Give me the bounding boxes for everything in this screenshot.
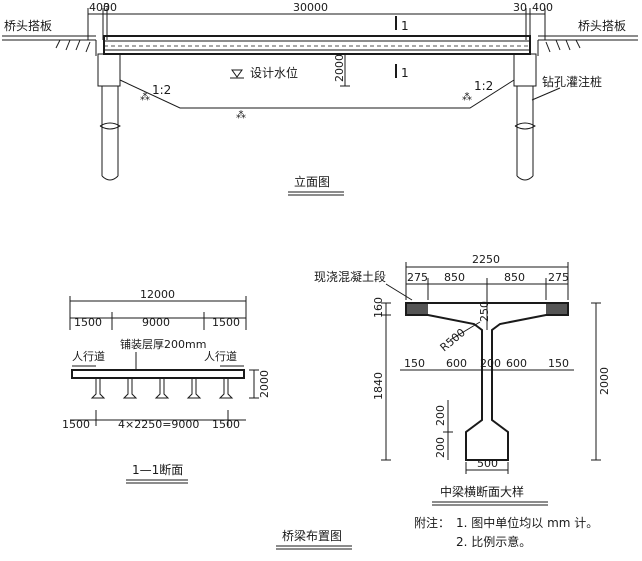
layout-title: 桥梁布置图 bbox=[282, 528, 342, 543]
web-top-dim: 250 bbox=[478, 301, 491, 322]
sidewalk-right-label: 人行道 bbox=[204, 349, 237, 363]
xs-bottom-mid: 4×2250=9000 bbox=[118, 418, 199, 431]
note-1: 1. 图中单位均以 mm 计。 bbox=[456, 515, 598, 530]
elev-dim-400-right: 400 bbox=[532, 1, 553, 14]
xs-dim-right: 1500 bbox=[212, 316, 240, 329]
sidewalk-left-label: 人行道 bbox=[72, 349, 105, 363]
xs-bottom-right: 1500 bbox=[212, 418, 240, 431]
section-mark-bottom: 1 bbox=[401, 66, 409, 80]
girder-total-height: 2000 bbox=[598, 367, 611, 395]
mid-dim-150-right: 150 bbox=[548, 357, 569, 370]
web-height-dim: 1840 bbox=[372, 372, 385, 400]
girder-bottom-width: 500 bbox=[477, 457, 498, 470]
mid-dim-150-left: 150 bbox=[404, 357, 425, 370]
pavement-label: 铺装层厚200mm bbox=[120, 338, 206, 351]
right-approach-slab-label: 桥头搭板 bbox=[578, 19, 626, 33]
elev-dim-400-left: 400 bbox=[89, 1, 110, 14]
ground-hatch-left bbox=[55, 39, 91, 53]
note-prefix: 附注： bbox=[414, 515, 450, 530]
girder-detail-view: 现浇混凝土段 2250 275 850 850 275 160 1840 200… bbox=[314, 253, 611, 506]
bored-pile-label: 钻孔灌注桩 bbox=[542, 74, 602, 89]
xs-height-dim: 2000 bbox=[258, 370, 271, 398]
xs-girders bbox=[90, 378, 234, 399]
elev-dim-span: 30000 bbox=[293, 1, 328, 14]
elevation-title: 立面图 bbox=[294, 174, 330, 189]
svg-text:⁂: ⁂ bbox=[462, 91, 472, 103]
slope-right-label: 1:2 bbox=[474, 79, 493, 93]
girder-dim-275-left: 275 bbox=[407, 271, 428, 284]
bulb-dim-lower: 200 bbox=[434, 437, 447, 458]
left-approach-slab-label: 桥头搭板 bbox=[4, 19, 52, 33]
ground-hatch-right bbox=[545, 39, 581, 53]
cast-joint-left bbox=[406, 303, 428, 315]
right-pile bbox=[514, 86, 536, 181]
elev-height-dim: 2000 bbox=[333, 54, 346, 82]
mid-dim-600-left: 600 bbox=[446, 357, 467, 370]
left-pile bbox=[99, 86, 121, 181]
note-2: 2. 比例示意。 bbox=[456, 534, 531, 549]
svg-text:⁂: ⁂ bbox=[236, 109, 246, 121]
girder-dim-275-right: 275 bbox=[548, 271, 569, 284]
xs-total-width: 12000 bbox=[140, 288, 175, 301]
mid-dim-200: 200 bbox=[480, 357, 501, 370]
girder-total-width: 2250 bbox=[472, 253, 500, 266]
section-mark-top: 1 bbox=[401, 19, 409, 33]
mid-dim-600-right: 600 bbox=[506, 357, 527, 370]
elev-dim-30-left: 30 bbox=[103, 1, 117, 14]
radius-label: R500 bbox=[438, 326, 468, 354]
flange-dim: 160 bbox=[372, 297, 385, 318]
cross-section-view: 12000 1500 9000 1500 铺装层厚200mm 人行道 人行道 2… bbox=[62, 288, 271, 484]
footer: 桥梁布置图 附注： 1. 图中单位均以 mm 计。 2. 比例示意。 bbox=[276, 515, 598, 550]
cast-joint-right bbox=[546, 303, 568, 315]
slope-left-label: 1:2 bbox=[152, 83, 171, 97]
water-level-label: 设计水位 bbox=[250, 65, 298, 80]
elevation-view: 400 30 30000 30 400 桥头搭板 桥头搭板 1 1 2000 bbox=[2, 1, 638, 196]
bulb-dim-upper: 200 bbox=[434, 405, 447, 426]
xs-dim-left: 1500 bbox=[74, 316, 102, 329]
xs-dim-mid: 9000 bbox=[142, 316, 170, 329]
girder-dim-850-left: 850 bbox=[444, 271, 465, 284]
girder-dim-850-right: 850 bbox=[504, 271, 525, 284]
cast-in-place-label: 现浇混凝土段 bbox=[314, 269, 386, 284]
cross-section-title: 1—1断面 bbox=[132, 462, 183, 477]
svg-text:⁂: ⁂ bbox=[140, 91, 150, 103]
xs-bottom-left: 1500 bbox=[62, 418, 90, 431]
elev-dim-30-right: 30 bbox=[513, 1, 527, 14]
girder-detail-title: 中梁横断面大样 bbox=[440, 484, 524, 499]
